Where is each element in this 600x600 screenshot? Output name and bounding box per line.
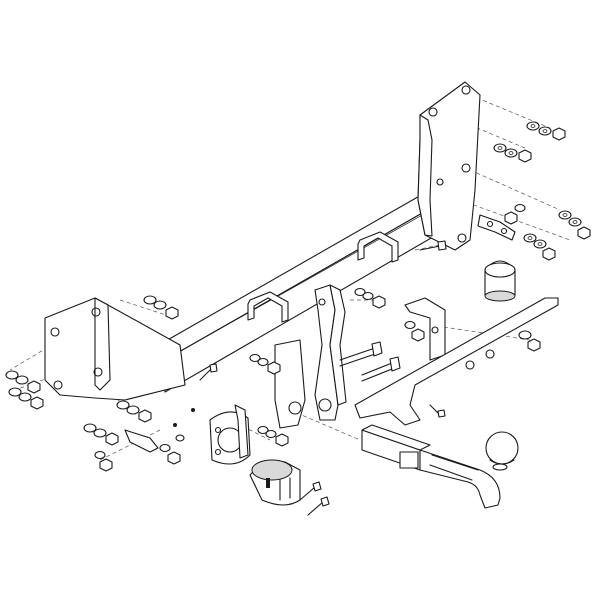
right-side-plate (417, 81, 481, 251)
support-plate (354, 297, 559, 426)
bolt-2 (361, 356, 401, 382)
ball-cover-cap (484, 260, 516, 302)
electrical-socket (249, 459, 301, 506)
bolt-3 (299, 481, 322, 501)
small-right-bracket (477, 214, 516, 241)
mounting-tab-2 (357, 231, 399, 263)
socket-bracket-right (404, 297, 446, 361)
towball-neck (361, 424, 519, 509)
left-side-plate (44, 297, 186, 401)
fastener-set-left (5, 295, 181, 472)
bolt-6 (199, 363, 218, 381)
center-drop-brackets (274, 284, 347, 429)
mounting-tab-1 (247, 291, 289, 323)
bolt-4 (307, 496, 330, 516)
socket-mount-plate (209, 404, 251, 465)
fastener-set-right-upper (493, 121, 566, 163)
hex-bolts (199, 240, 447, 516)
bolt-1 (339, 341, 383, 367)
bolt-5 (419, 240, 447, 251)
fastener-set-center (173, 287, 386, 447)
fastener-set-right-mid (504, 203, 591, 261)
